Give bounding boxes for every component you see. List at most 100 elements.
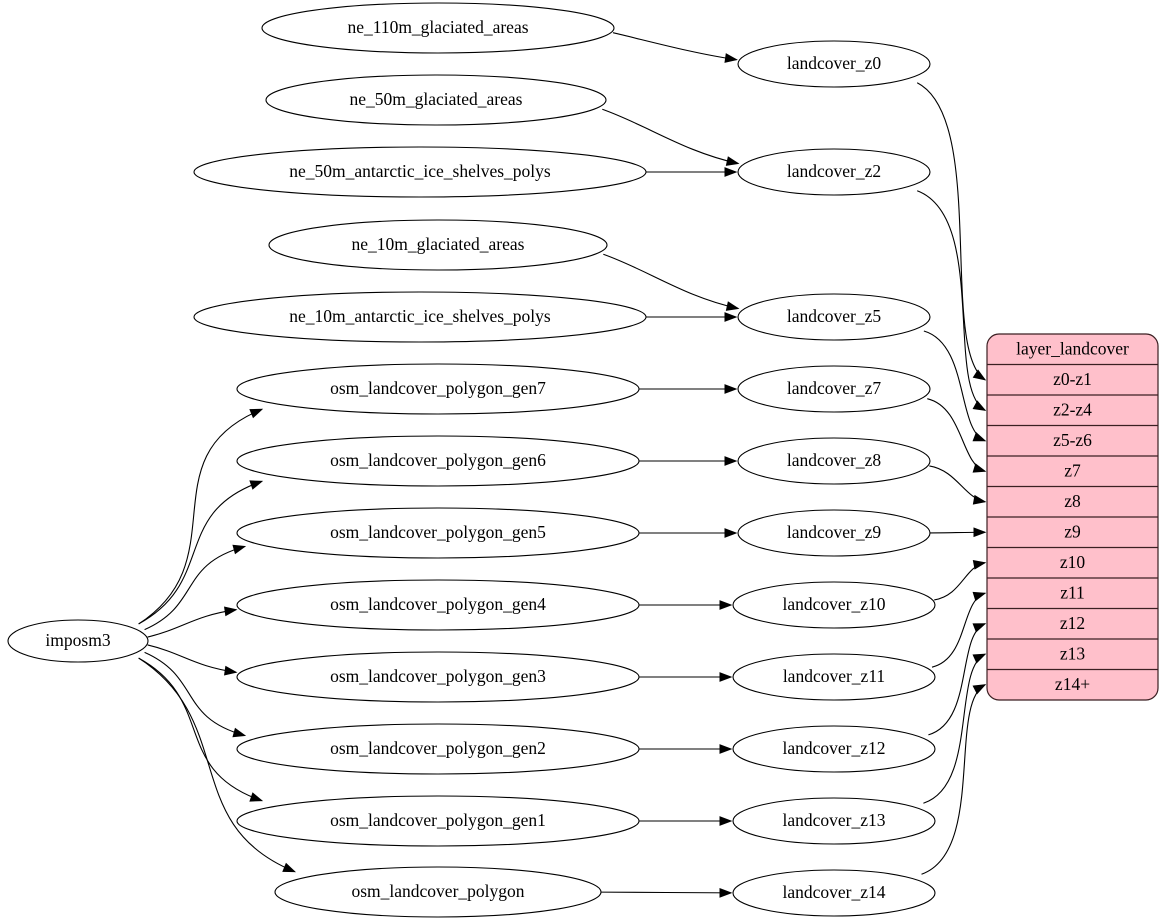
edge-ne_10m_glaciated_areas-to-landcover_z5 [603, 253, 739, 310]
node-shape [193, 291, 647, 343]
table-row-label: z5-z6 [1053, 430, 1092, 450]
node-osm_landcover_polygon_gen1[interactable]: osm_landcover_polygon_gen1 [236, 795, 640, 847]
node-ne_10m_glaciated_areas[interactable]: ne_10m_glaciated_areas [268, 219, 608, 271]
node-label: landcover_z10 [782, 594, 885, 614]
node-landcover_z12[interactable]: landcover_z12 [732, 725, 936, 773]
node-landcover_z0[interactable]: landcover_z0 [737, 40, 931, 88]
edges-layer [138, 32, 987, 898]
node-imposm3[interactable]: imposm3 [7, 619, 149, 663]
node-osm_landcover_polygon_gen5[interactable]: osm_landcover_polygon_gen5 [236, 507, 640, 559]
node-label: osm_landcover_polygon_gen7 [330, 378, 546, 398]
node-ne_10m_antarctic_ice_shelves_polys[interactable]: ne_10m_antarctic_ice_shelves_polys [193, 291, 647, 343]
node-landcover_z10[interactable]: landcover_z10 [732, 581, 936, 629]
node-label: landcover_z9 [787, 522, 882, 542]
node-shape [732, 869, 936, 917]
edge-imposm3-to-osm_landcover_polygon [138, 657, 295, 873]
node-label: ne_110m_glaciated_areas [347, 17, 528, 37]
edge-ne_110m_glaciated_areas-to-landcover_z0 [612, 32, 737, 61]
node-shape [737, 509, 931, 557]
edge-landcover_z13-to-layer_landcover_z13 [923, 653, 986, 804]
table-row-label: z10 [1060, 552, 1086, 572]
edge-imposm3-to-osm_landcover_polygon_gen7 [138, 408, 263, 625]
table-row-label: z7 [1064, 460, 1081, 480]
node-shape [732, 581, 936, 629]
node-label: ne_50m_glaciated_areas [350, 89, 523, 109]
table-row-label: z14+ [1055, 674, 1090, 694]
edge-imposm3-to-osm_landcover_polygon_gen6 [138, 480, 262, 625]
node-landcover_z11[interactable]: landcover_z11 [732, 653, 936, 701]
edge-landcover_z5-to-layer_landcover_z5-z6 [923, 330, 986, 442]
table-row-z14_[interactable]: z14+ [987, 670, 1158, 701]
table-row-z13[interactable]: z13 [987, 639, 1158, 670]
node-label: osm_landcover_polygon_gen1 [330, 810, 546, 830]
edge-imposm3-to-osm_landcover_polygon_gen4 [147, 609, 237, 638]
node-label: osm_landcover_polygon_gen6 [330, 450, 546, 470]
edge-landcover_z0-to-layer_landcover_z0-z1 [916, 82, 986, 381]
node-ne_50m_glaciated_areas[interactable]: ne_50m_glaciated_areas [265, 74, 607, 126]
edge-imposm3-to-osm_landcover_polygon_gen3 [147, 644, 237, 673]
node-label: landcover_z5 [787, 306, 882, 326]
node-landcover_z13[interactable]: landcover_z13 [732, 797, 936, 845]
table-row-z5_z6[interactable]: z5-z6 [987, 426, 1158, 457]
edge-landcover_z2-to-layer_landcover_z2-z4 [916, 190, 986, 411]
node-ne_50m_antarctic_ice_shelves_polys[interactable]: ne_50m_antarctic_ice_shelves_polys [193, 146, 647, 198]
node-label: osm_landcover_polygon [351, 881, 524, 901]
table-row-label: z9 [1064, 521, 1081, 541]
node-shape [737, 437, 931, 485]
node-osm_landcover_polygon_gen2[interactable]: osm_landcover_polygon_gen2 [236, 723, 640, 775]
node-shape [236, 507, 640, 559]
table-row-z8[interactable]: z8 [987, 487, 1158, 518]
node-label: landcover_z12 [782, 738, 885, 758]
node-label: osm_landcover_polygon_gen2 [330, 738, 546, 758]
node-label: landcover_z2 [787, 161, 881, 181]
node-label: ne_10m_antarctic_ice_shelves_polys [289, 306, 551, 326]
node-shape [737, 148, 931, 196]
table-row-z2_z4[interactable]: z2-z4 [987, 395, 1158, 426]
node-osm_landcover_polygon_gen6[interactable]: osm_landcover_polygon_gen6 [236, 435, 640, 487]
node-shape [265, 74, 607, 126]
node-shape [236, 723, 640, 775]
node-label: landcover_z8 [787, 450, 882, 470]
table-row-label: z12 [1060, 613, 1085, 633]
table-row-z0_z1[interactable]: z0-z1 [987, 365, 1158, 396]
node-shape [737, 40, 931, 88]
node-landcover_z7[interactable]: landcover_z7 [737, 365, 931, 413]
node-shape [193, 146, 647, 198]
table-header-label: layer_landcover [1016, 338, 1129, 358]
node-label: ne_50m_antarctic_ice_shelves_polys [289, 161, 551, 181]
edge-imposm3-to-osm_landcover_polygon_gen5 [144, 545, 245, 631]
node-landcover_z14[interactable]: landcover_z14 [732, 869, 936, 917]
node-shape [732, 725, 936, 773]
node-landcover_z8[interactable]: landcover_z8 [737, 437, 931, 485]
edge-imposm3-to-osm_landcover_polygon_gen1 [138, 657, 262, 802]
node-landcover_z9[interactable]: landcover_z9 [737, 509, 931, 557]
table-row-label: z13 [1060, 643, 1086, 663]
node-shape [732, 653, 936, 701]
node-ne_110m_glaciated_areas[interactable]: ne_110m_glaciated_areas [261, 2, 615, 54]
table-row-label: z2-z4 [1053, 399, 1092, 419]
node-label: imposm3 [45, 630, 110, 650]
table-row-z10[interactable]: z10 [987, 548, 1158, 579]
table-row-z11[interactable]: z11 [987, 578, 1158, 609]
node-landcover_z2[interactable]: landcover_z2 [737, 148, 931, 196]
table-row-label: z11 [1060, 582, 1085, 602]
table-row-z7[interactable]: z7 [987, 456, 1158, 487]
node-shape [737, 293, 931, 341]
node-landcover_z5[interactable]: landcover_z5 [737, 293, 931, 341]
node-osm_landcover_polygon_gen7[interactable]: osm_landcover_polygon_gen7 [236, 363, 640, 415]
node-osm_landcover_polygon_gen4[interactable]: osm_landcover_polygon_gen4 [236, 579, 640, 631]
node-label: osm_landcover_polygon_gen3 [330, 666, 546, 686]
node-label: landcover_z14 [782, 882, 885, 902]
edge-ne_50m_glaciated_areas-to-landcover_z2 [602, 108, 739, 165]
node-osm_landcover_polygon[interactable]: osm_landcover_polygon [274, 866, 602, 918]
node-osm_landcover_polygon_gen3[interactable]: osm_landcover_polygon_gen3 [236, 651, 640, 703]
table-row-z9[interactable]: z9 [987, 517, 1158, 548]
node-shape [236, 795, 640, 847]
edge-osm_landcover_polygon-to-landcover_z14 [600, 891, 732, 894]
node-shape [236, 579, 640, 631]
nodes-layer: imposm3 ne_110m_glaciated_areas ne_50m_gla… [7, 2, 936, 918]
node-shape [236, 363, 640, 415]
table-row-z12[interactable]: z12 [987, 609, 1158, 640]
node-label: landcover_z11 [783, 666, 885, 686]
